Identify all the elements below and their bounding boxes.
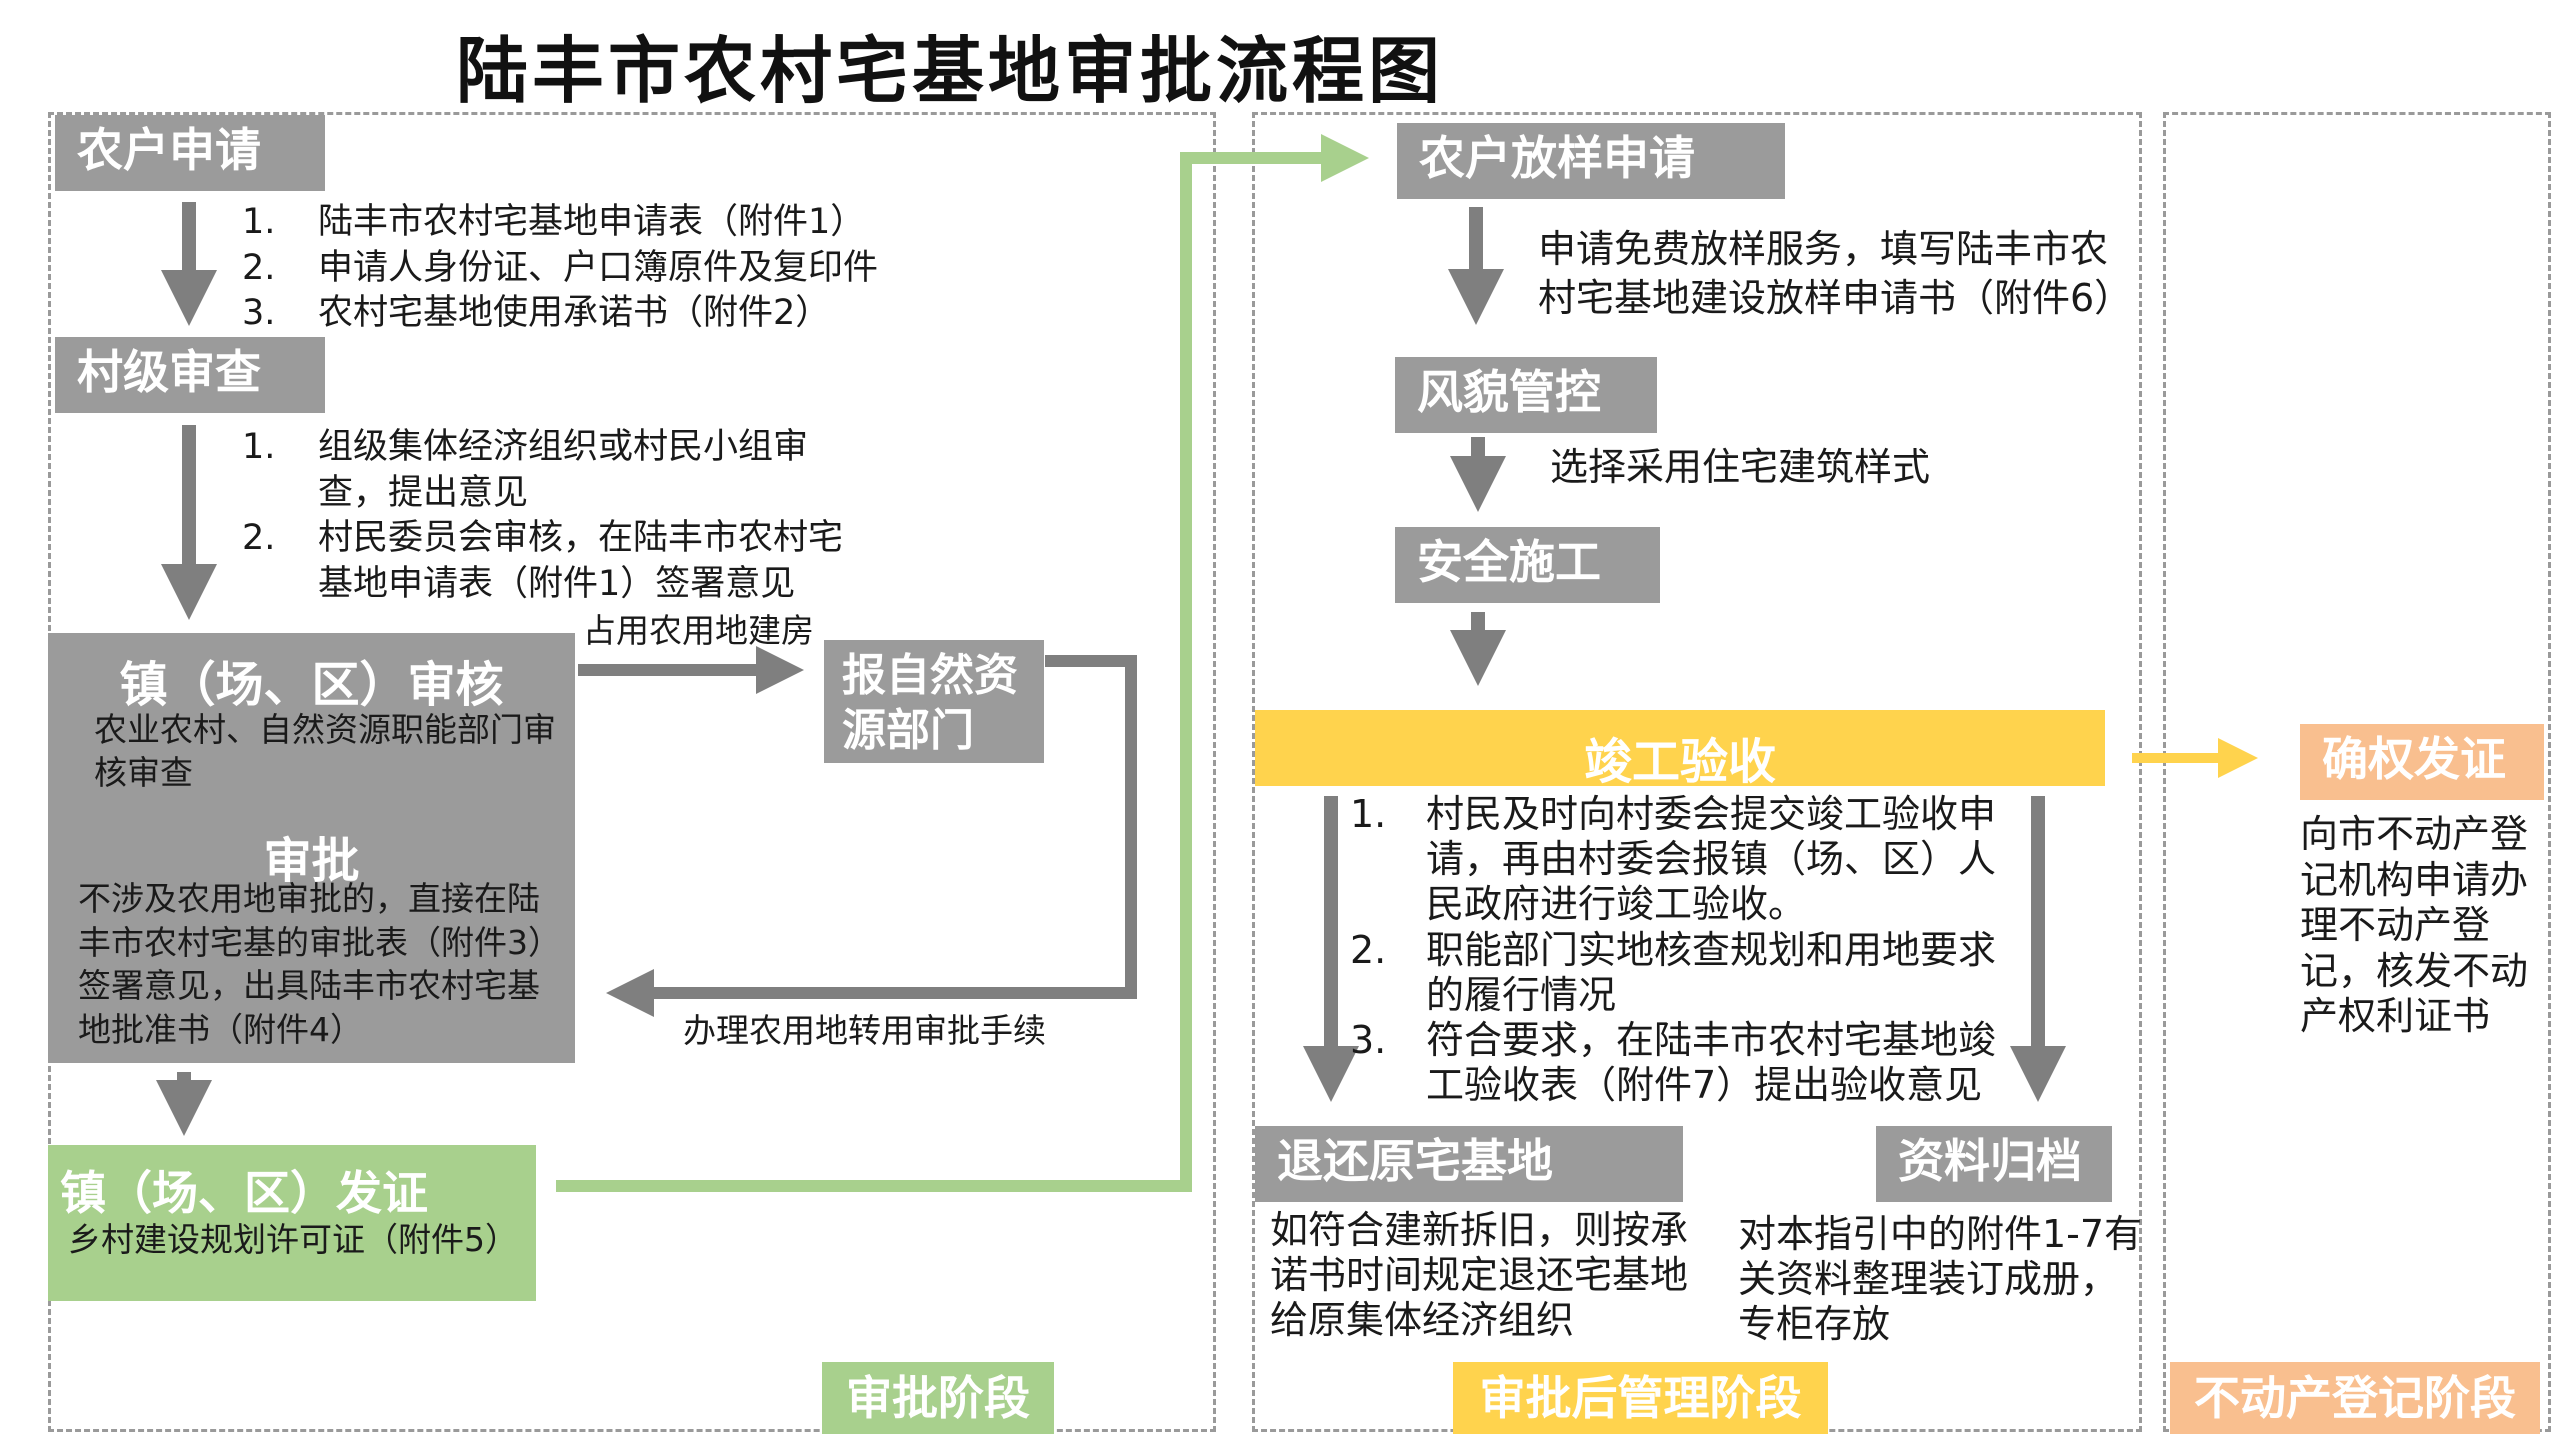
style-header-box: 风貌管控 xyxy=(1395,357,1657,433)
list-number: 2. xyxy=(1350,927,1387,972)
town-review-desc: 农业农村、自然资源职能部门审核审查 xyxy=(94,710,556,792)
village-items: 1. 组级集体经济组织或村民小组审查，提出意见 2. 村民委员会审核，在陆丰市农村宅… xyxy=(242,425,847,607)
archive-desc: 对本指引中的附件1-7有关资料整理装订成册，专柜存放 xyxy=(1738,1212,2143,1346)
town-review-header: 镇（场、区）审核 xyxy=(119,657,504,713)
list-number: 1. xyxy=(242,202,276,242)
page-title: 陆丰市农村宅基地审批流程图 xyxy=(455,29,1444,113)
village-header-box: 村级审查 xyxy=(55,337,325,413)
list-text: 组级集体经济组织或村民小组审查，提出意见 xyxy=(318,427,809,513)
approve-header: 审批 xyxy=(263,833,360,889)
layout-header-box: 农户放样申请 xyxy=(1397,123,1785,199)
return-header-box: 退还原宅基地 xyxy=(1255,1126,1683,1202)
list-item: 1. 村民及时向村委会提交竣工验收申请，再由村委会报镇（场、区）人民政府进行竣工验… xyxy=(1350,792,2025,928)
certificate-box: 镇（场、区）发证 乡村建设规划许可证（附件5） xyxy=(48,1145,536,1301)
town-review-box: 镇（场、区）审核 农业农村、自然资源职能部门审核审查 审批 不涉及农用地审批的，… xyxy=(48,633,575,1063)
list-item: 1. 组级集体经济组织或村民小组审查，提出意见 xyxy=(242,425,847,516)
return-desc: 如符合建新拆旧，则按承诺书时间规定退还宅基地给原集体经济组织 xyxy=(1270,1208,1689,1342)
return-header: 退还原宅基地 xyxy=(1277,1134,1553,1188)
acceptance-header-box: 竣工验收 xyxy=(1255,710,2105,790)
arrow-conversion-return xyxy=(606,655,1137,1017)
style-header: 风貌管控 xyxy=(1417,365,1601,419)
list-number: 3. xyxy=(242,293,276,333)
list-number: 1. xyxy=(242,427,276,467)
list-item: 2. 村民委员会审核，在陆丰市农村宅基地申请表（附件1）签署意见 xyxy=(242,516,847,607)
list-item: 3. 符合要求，在陆丰市农村宅基地竣工验收表（附件7）提出验收意见 xyxy=(1350,1018,2025,1108)
layout-desc: 申请免费放样服务，填写陆丰市农村宅基地建设放样申请书（附件6） xyxy=(1538,227,2133,321)
list-text: 职能部门实地核查规划和用地要求的履行情况 xyxy=(1426,927,1997,1017)
layout-header: 农户放样申请 xyxy=(1419,131,1695,185)
list-item: 2. 申请人身份证、户口簿原件及复印件 xyxy=(242,246,942,292)
list-item: 2. 职能部门实地核查规划和用地要求的履行情况 xyxy=(1350,928,2025,1018)
archive-header: 资料归档 xyxy=(1898,1134,2082,1188)
list-number: 2. xyxy=(242,518,276,558)
list-number: 2. xyxy=(242,247,276,288)
list-text: 符合要求，在陆丰市农村宅基地竣工验收表（附件7）提出验收意见 xyxy=(1426,1018,1997,1108)
land-use-label: 占用农用地建房 xyxy=(583,611,814,650)
conversion-label: 办理农用地转用审批手续 xyxy=(683,1011,1046,1050)
list-item: 1. 陆丰市农村宅基地申请表（附件1） xyxy=(242,200,942,246)
style-desc: 选择采用住宅建筑样式 xyxy=(1550,445,1931,489)
registration-header-box: 确权发证 xyxy=(2300,724,2544,800)
acceptance-header: 竣工验收 xyxy=(1583,734,1776,790)
approval-stage-label: 审批阶段 xyxy=(822,1362,1054,1434)
list-text: 陆丰市农村宅基地申请表（附件1） xyxy=(318,202,866,242)
registration-header: 确权发证 xyxy=(2322,732,2506,786)
list-text: 村民及时向村委会提交竣工验收申请，再由村委会报镇（场、区）人民政府进行竣工验收。 xyxy=(1426,792,1997,927)
construction-header-box: 安全施工 xyxy=(1395,527,1660,603)
arrow-certificate-to-layout xyxy=(556,134,1369,1192)
post-approval-stage-label: 审批后管理阶段 xyxy=(1453,1362,1828,1434)
apply-items: 1. 陆丰市农村宅基地申请表（附件1） 2. 申请人身份证、户口簿原件及复印件 3.… xyxy=(242,200,942,337)
list-number: 3. xyxy=(1350,1018,1387,1063)
natural-resources-label: 报自然资源部门 xyxy=(842,650,1018,756)
registration-desc: 向市不动产登记机构申请办理不动产登记，核发不动产权利证书 xyxy=(2300,812,2529,1039)
certificate-header: 镇（场、区）发证 xyxy=(60,1166,428,1220)
apply-header: 农户申请 xyxy=(77,123,261,177)
approve-desc: 不涉及农用地审批的，直接在陆丰市农村宅基的审批表（附件3）签署意见，出具陆丰市农… xyxy=(78,879,545,1049)
acceptance-items: 1. 村民及时向村委会提交竣工验收申请，再由村委会报镇（场、区）人民政府进行竣工验… xyxy=(1350,792,2025,1109)
list-text: 农村宅基地使用承诺书（附件2） xyxy=(318,293,831,333)
list-text: 申请人身份证、户口簿原件及复印件 xyxy=(318,247,879,288)
village-header: 村级审查 xyxy=(77,345,261,399)
apply-header-box: 农户申请 xyxy=(55,115,325,191)
registration-stage-label: 不动产登记阶段 xyxy=(2170,1362,2540,1434)
list-number: 1. xyxy=(1350,792,1387,836)
list-text: 村民委员会审核，在陆丰市农村宅基地申请表（附件1）签署意见 xyxy=(318,518,844,604)
certificate-desc: 乡村建设规划许可证（附件5） xyxy=(68,1220,518,1259)
archive-header-box: 资料归档 xyxy=(1876,1126,2112,1202)
list-item: 3. 农村宅基地使用承诺书（附件2） xyxy=(242,291,942,337)
construction-header: 安全施工 xyxy=(1417,535,1601,589)
natural-resources-box: 报自然资源部门 xyxy=(824,640,1044,763)
